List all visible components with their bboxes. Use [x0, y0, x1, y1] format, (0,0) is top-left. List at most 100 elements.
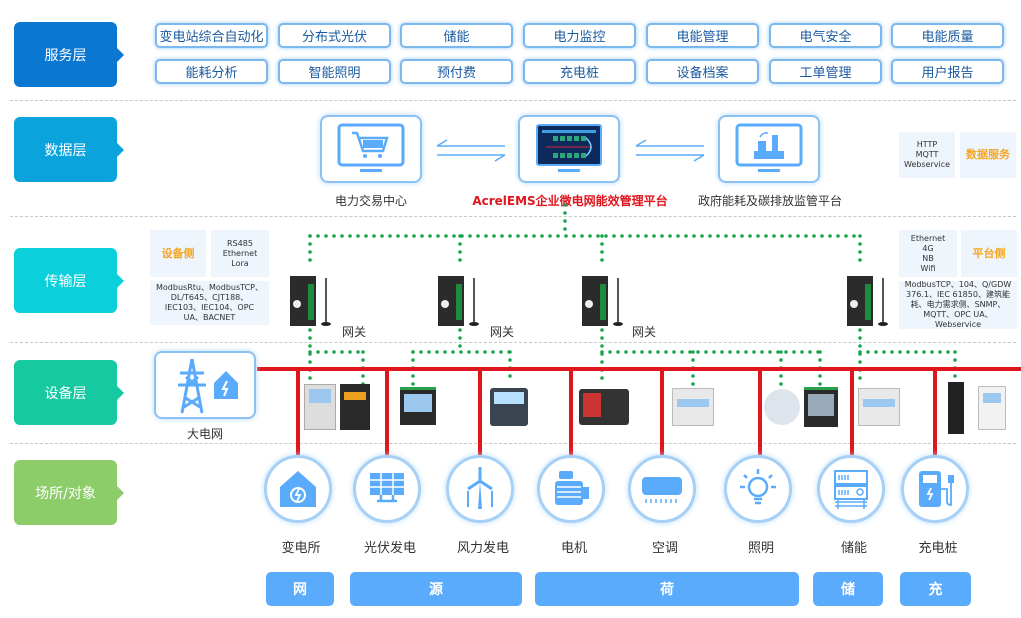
site-label: 光伏发电 [363, 541, 416, 556]
layer-tag-site: 场所/对象 [14, 460, 124, 525]
solar-panel-icon [370, 473, 404, 503]
site-label: 电机 [560, 541, 587, 556]
category-source[interactable]: 源 [350, 572, 522, 606]
category-grid[interactable]: 网 [266, 572, 334, 606]
gateway-icon [438, 276, 479, 326]
gateway-device-4[interactable] [845, 274, 888, 329]
platform-side-media: Ethernet 4G NB Wifi [899, 230, 957, 277]
gateway-icon [582, 276, 623, 326]
power-trading-center[interactable] [320, 115, 422, 183]
energy-storage-icon [834, 470, 868, 509]
acrel-ems-platform-label: AcrelEMS企业微电网能效管理平台 [472, 194, 668, 208]
service-substation-automation[interactable]: 变电站综合自动化 [155, 23, 268, 48]
din-rail-meter-device[interactable] [858, 388, 900, 426]
gateway-label: 网关 [632, 325, 657, 339]
light-bulb-icon [740, 469, 776, 505]
category-charging[interactable]: 充 [900, 572, 971, 606]
layer-tag-transport: 传输层 [14, 248, 124, 313]
gateway-label: 网关 [490, 325, 515, 339]
site-charging-station[interactable] [901, 455, 969, 523]
service-distributed-pv[interactable]: 分布式光伏 [278, 23, 391, 48]
service-prepaid[interactable]: 预付费 [400, 59, 513, 84]
shopping-cart-icon [337, 123, 405, 172]
panel-meter-device[interactable] [804, 387, 838, 427]
prepaid-meter-device[interactable] [978, 386, 1006, 430]
category-storage[interactable]: 储 [813, 572, 883, 606]
site-label: 照明 [747, 541, 774, 556]
din-rail-meter-device[interactable] [672, 388, 714, 426]
service-smart-lighting[interactable]: 智能照明 [278, 59, 391, 84]
main-grid-label: 大电网 [186, 427, 223, 441]
layer-divider [10, 216, 1016, 217]
platform-side-protocols: ModbusTCP、104、Q/GDW 376.1、IEC 61850、建筑能耗… [899, 280, 1017, 329]
device-side-protocols: ModbusRtu、ModbusTCP、DL/T645、CJT188、IEC10… [150, 281, 269, 325]
service-user-reports[interactable]: 用户报告 [891, 59, 1004, 84]
layer-divider [10, 342, 1016, 343]
power-meter-device[interactable] [400, 387, 436, 425]
service-charging-pile[interactable]: 充电桩 [523, 59, 636, 84]
service-work-orders[interactable]: 工单管理 [769, 59, 882, 84]
motor-icon [555, 471, 589, 505]
category-load[interactable]: 荷 [535, 572, 799, 606]
device-side-media: RS485 Ethernet Lora [211, 230, 269, 277]
motor-protector-device[interactable] [579, 389, 629, 425]
layer-label: 服务层 [44, 47, 87, 64]
gateway-device-1[interactable] [288, 274, 331, 329]
data-protocols: HTTP MQTT Webservice [899, 132, 955, 178]
gov-carbon-platform-label: 政府能耗及碳排放监管平台 [697, 194, 842, 208]
factory-icon [735, 123, 803, 172]
substation-house-icon [280, 471, 316, 507]
main-grid[interactable] [154, 351, 256, 419]
layer-divider [10, 100, 1016, 101]
data-service-label: 数据服务 [960, 132, 1016, 178]
layer-label: 场所/对象 [35, 485, 96, 502]
dashboard-screen-icon [536, 124, 602, 172]
charging-station-icon [919, 471, 954, 507]
service-device-records[interactable]: 设备档案 [646, 59, 759, 84]
multifunction-meter-device[interactable] [490, 388, 528, 426]
site-substation[interactable] [264, 455, 332, 523]
platform-side-title: 平台侧 [961, 230, 1017, 277]
service-energy-analysis[interactable]: 能耗分析 [155, 59, 268, 84]
power-bus [257, 367, 1021, 455]
protection-relay-device[interactable] [304, 384, 336, 430]
gateway-device-3[interactable] [580, 274, 623, 329]
gov-carbon-platform[interactable] [718, 115, 820, 183]
power-trading-center-label: 电力交易中心 [334, 194, 407, 208]
site-wind[interactable] [446, 455, 514, 523]
site-solar[interactable] [353, 455, 421, 523]
gateway-icon [290, 276, 331, 326]
gateway-label: 网关 [342, 325, 367, 339]
arc-protection-device[interactable] [340, 384, 370, 430]
layer-tag-device: 设备层 [14, 360, 124, 425]
sensor-device[interactable] [764, 389, 800, 425]
gateway-device-2[interactable] [436, 274, 479, 329]
site-air-conditioner[interactable] [628, 455, 696, 523]
gateway-icon [847, 276, 888, 326]
service-storage[interactable]: 储能 [400, 23, 513, 48]
charger-device[interactable] [948, 382, 964, 434]
site-label: 充电桩 [918, 541, 958, 556]
site-energy-storage[interactable] [817, 455, 885, 523]
service-power-monitoring[interactable]: 电力监控 [523, 23, 636, 48]
layer-tag-service: 服务层 [14, 22, 124, 87]
device-side-title: 设备侧 [150, 230, 206, 277]
service-energy-management[interactable]: 电能管理 [646, 23, 759, 48]
layer-label: 传输层 [44, 273, 87, 290]
service-electrical-safety[interactable]: 电气安全 [769, 23, 882, 48]
wind-turbine-icon [467, 467, 493, 509]
site-label: 风力发电 [456, 541, 509, 556]
layer-label: 设备层 [44, 385, 87, 402]
air-conditioner-icon [642, 477, 682, 503]
site-lighting[interactable] [724, 455, 792, 523]
site-label: 储能 [840, 541, 867, 556]
layer-divider [10, 443, 1016, 444]
layer-label: 数据层 [44, 142, 87, 159]
layer-tag-data: 数据层 [14, 117, 124, 182]
site-label: 空调 [651, 541, 678, 556]
acrel-ems-platform[interactable] [518, 115, 620, 183]
site-motor[interactable] [537, 455, 605, 523]
power-tower-icon [178, 358, 238, 414]
service-power-quality[interactable]: 电能质量 [891, 23, 1004, 48]
